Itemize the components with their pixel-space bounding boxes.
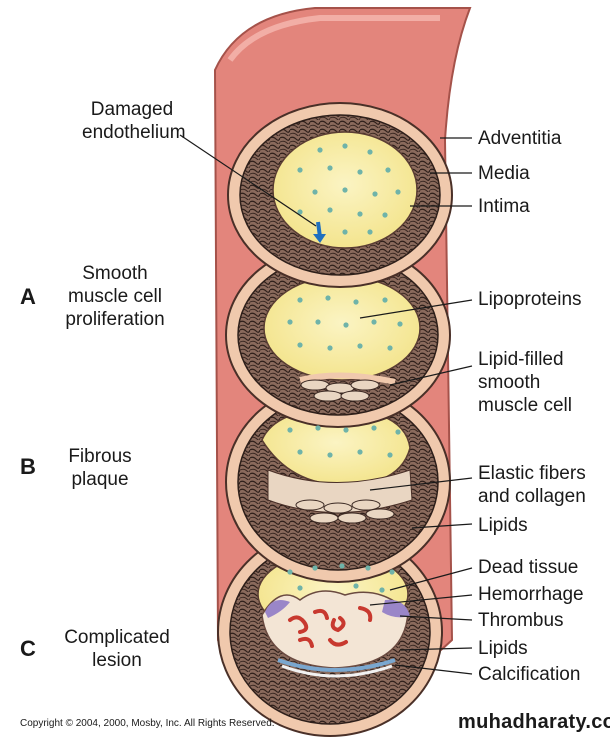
- elastic-line-1: Elastic fibers: [478, 463, 586, 484]
- leader-lines: [179, 134, 473, 675]
- label-lipids-2: Lipids: [478, 638, 528, 659]
- stage-c-line-1: Complicated: [64, 627, 170, 648]
- segment-top: [227, 102, 453, 288]
- stage-b-line-2: plaque: [71, 469, 129, 490]
- lipid-cell-line-1: Lipid-filled: [478, 349, 564, 370]
- label-adventitia: Adventitia: [478, 128, 562, 149]
- muscle-cells: [295, 379, 395, 524]
- elastic-line-2: and collagen: [478, 486, 586, 507]
- label-lipoproteins: Lipoproteins: [478, 289, 582, 310]
- stage-c-caption: Complicated lesion: [56, 626, 178, 672]
- lipid-cell-line-2: smooth: [478, 372, 541, 393]
- stage-b-line-1: Fibrous: [68, 446, 132, 467]
- stage-c-letter: C: [20, 636, 36, 661]
- site-watermark: muhadharaty.com: [458, 711, 610, 733]
- damaged-line-2: endothelium: [82, 122, 186, 143]
- stage-a-caption: Smooth muscle cell proliferation: [60, 262, 170, 331]
- label-dead-tissue: Dead tissue: [478, 557, 579, 578]
- lipid-cell-line-3: muscle cell: [478, 395, 572, 416]
- label-elastic-fibers: Elastic fibers and collagen: [478, 462, 586, 508]
- stage-a-line-1: Smooth: [82, 263, 148, 284]
- copyright-text: Copyright © 2004, 2000, Mosby, Inc. All …: [20, 718, 275, 729]
- label-lipid-filled-cell: Lipid-filled smooth muscle cell: [478, 348, 572, 417]
- artery-highlight: [227, 15, 440, 62]
- stage-c-line-2: lesion: [92, 650, 142, 671]
- label-calcification: Calcification: [478, 664, 581, 685]
- stage-b-caption: Fibrous plaque: [60, 445, 140, 491]
- label-hemorrhage: Hemorrhage: [478, 584, 584, 605]
- label-lipids-1: Lipids: [478, 515, 528, 536]
- label-intima: Intima: [478, 196, 530, 217]
- stage-a-line-2: muscle cell: [68, 286, 162, 307]
- lipoprotein-dots: [287, 143, 403, 593]
- label-thrombus: Thrombus: [478, 610, 564, 631]
- stage-b-letter: B: [20, 454, 36, 479]
- stage-a-line-3: proliferation: [65, 309, 165, 330]
- damaged-endothelium-label: Damaged endothelium: [82, 98, 186, 144]
- damaged-line-1: Damaged: [90, 99, 174, 120]
- label-media: Media: [478, 163, 530, 184]
- stage-a-letter: A: [20, 284, 36, 309]
